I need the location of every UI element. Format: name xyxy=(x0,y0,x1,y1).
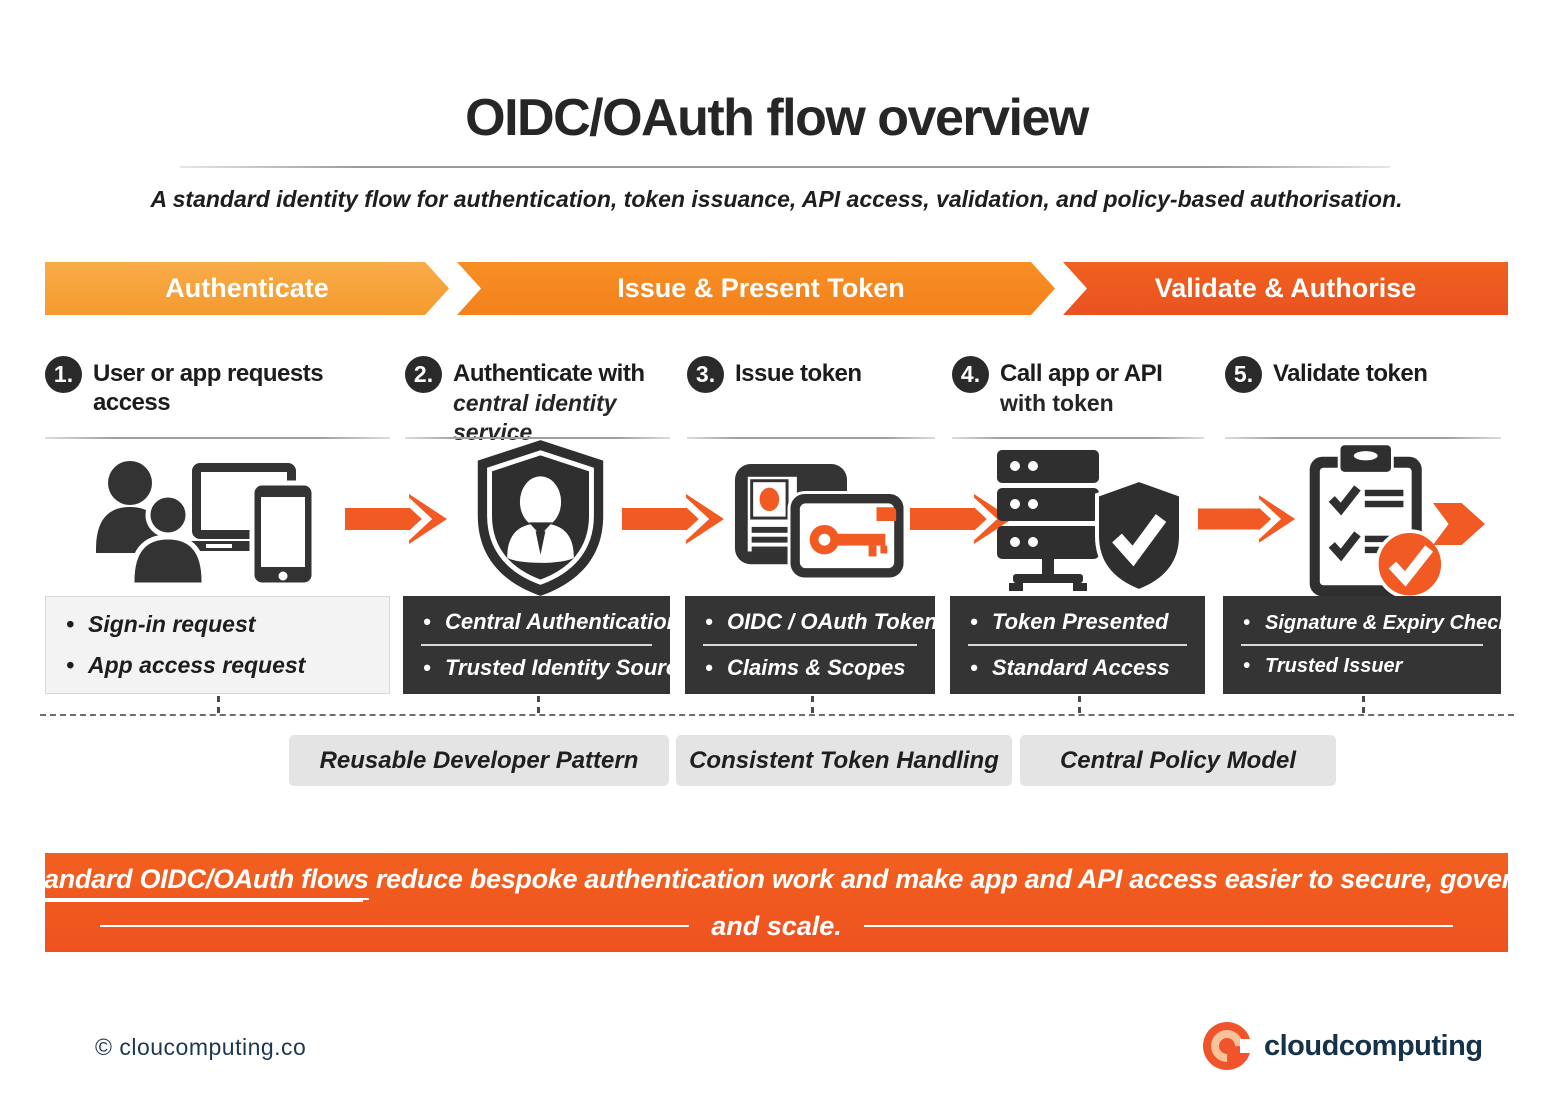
summary-rule-left xyxy=(100,925,690,927)
phase-banner-authenticate: Authenticate xyxy=(45,262,449,315)
server-shield-icon xyxy=(997,450,1183,594)
detail-item: Claims & Scopes xyxy=(703,655,917,681)
connector-dash xyxy=(1078,696,1081,713)
connector-dash xyxy=(217,696,220,713)
summary-text-line1: Standard OIDC/OAuth flows reduce bespoke… xyxy=(17,863,1536,900)
dashed-baseline xyxy=(40,714,1514,716)
connector-dash xyxy=(537,696,540,713)
detail-item: Trusted Issuer xyxy=(1241,655,1483,678)
pattern-label-reusable-developer-pattern: Reusable Developer Pattern xyxy=(289,735,669,786)
pattern-label-consistent-token-handling: Consistent Token Handling xyxy=(676,735,1012,786)
phase-label: Authenticate xyxy=(165,273,329,303)
step-3-detail-box: OIDC / OAuth Token Claims & Scopes xyxy=(685,596,938,694)
step-2-number-badge: 2. xyxy=(405,356,442,393)
page-title: OIDC/OAuth flow overview xyxy=(465,89,1089,147)
step-1-header: 1. User or app requests access xyxy=(45,356,390,418)
step-2-subtitle: central identity service xyxy=(453,389,617,445)
step-4-header: 4. Call app or API with token xyxy=(952,356,1204,418)
detail-item: App access request xyxy=(64,652,371,679)
brand-name: cloudcomputing xyxy=(1264,1029,1483,1062)
step-2-header: 2. Authenticate with central identity se… xyxy=(405,356,670,446)
column-divider xyxy=(45,437,390,439)
step-5-header: 5. Validate token xyxy=(1225,356,1501,393)
flow-arrow-icon xyxy=(1198,493,1296,545)
detail-item: Sign-in request xyxy=(64,611,371,638)
column-divider xyxy=(952,437,1204,439)
step-1-title: User or app requests access xyxy=(93,360,324,416)
flow-arrow-icon xyxy=(622,492,724,546)
step-5-title: Validate token xyxy=(1273,360,1428,387)
step-2-detail-box: Central Authentication Trusted Identity … xyxy=(403,596,690,694)
pattern-label-text: Reusable Developer Pattern xyxy=(319,746,639,774)
page-subtitle: A standard identity flow for authenticat… xyxy=(150,186,1403,212)
phase-banner-validate-authorise: Validate & Authorise xyxy=(1063,262,1508,315)
summary-rest: reduce bespoke authentication work and m… xyxy=(375,863,1536,894)
step-1-number-badge: 1. xyxy=(45,356,82,393)
clipboard-check-icon xyxy=(1309,442,1445,600)
step-2-title: Authenticate with xyxy=(453,360,645,387)
users-devices-icon xyxy=(96,461,317,588)
detail-item: Standard Access xyxy=(968,655,1187,681)
phase-label: Issue & Present Token xyxy=(617,273,905,303)
flow-arrow-icon xyxy=(345,492,447,546)
column-divider xyxy=(1225,437,1501,439)
summary-line2-text: and scale. xyxy=(711,910,842,941)
brand-c-icon xyxy=(1203,1022,1254,1070)
pattern-label-central-policy-model: Central Policy Model xyxy=(1020,735,1336,786)
detail-item: OIDC / OAuth Token xyxy=(703,609,938,646)
connector-dash xyxy=(811,696,814,713)
step-4-detail-box: Token Presented Standard Access xyxy=(950,596,1205,694)
connector-dash xyxy=(1362,696,1365,713)
token-key-icon xyxy=(734,464,905,581)
column-divider xyxy=(687,437,935,439)
step-5-number-badge: 5. xyxy=(1225,356,1262,393)
step-5-detail-box: Signature & Expiry Check Trusted Issuer xyxy=(1223,596,1510,694)
step-4-title: Call app or API xyxy=(1000,360,1163,387)
step-3-title: Issue token xyxy=(735,360,862,387)
summary-text-line2: and scale. xyxy=(100,910,1454,942)
pattern-label-text: Central Policy Model xyxy=(1059,746,1297,774)
detail-item: Central Authentication xyxy=(421,609,680,646)
title-divider xyxy=(180,166,1390,168)
detail-item: Trusted Identity Source xyxy=(421,655,690,681)
step-4-subtitle: with token xyxy=(1000,389,1114,416)
flow-arrow-icon xyxy=(910,492,1012,546)
phase-banner-issue-present-token: Issue & Present Token xyxy=(457,262,1055,315)
summary-highlight: Standard OIDC/OAuth flows xyxy=(17,863,369,900)
pattern-label-text: Consistent Token Handling xyxy=(689,746,999,774)
step-4-number-badge: 4. xyxy=(952,356,989,393)
step-1-detail-box: Sign-in request App access request xyxy=(45,596,390,694)
copyright-text: © cloucomputing.co xyxy=(95,1034,307,1060)
brand-logo: cloudcomputing xyxy=(1203,1022,1483,1070)
phase-label: Validate & Authorise xyxy=(1154,273,1417,303)
summary-banner: Standard OIDC/OAuth flows reduce bespoke… xyxy=(17,853,1536,952)
column-divider xyxy=(405,437,670,439)
detail-item: Token Presented xyxy=(968,609,1187,646)
summary-rule-right xyxy=(863,925,1454,927)
detail-item: Signature & Expiry Check xyxy=(1241,612,1510,646)
shield-user-icon xyxy=(477,440,604,596)
step-3-number-badge: 3. xyxy=(687,356,724,393)
step-3-header: 3. Issue token xyxy=(687,356,935,393)
